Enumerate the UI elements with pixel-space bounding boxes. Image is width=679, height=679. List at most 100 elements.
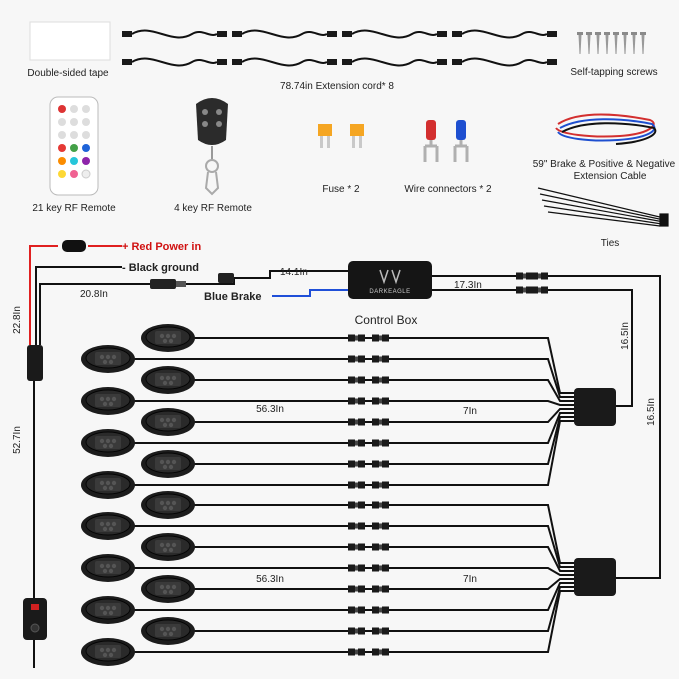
connector-icon	[372, 648, 389, 656]
cable-tie-icon	[537, 187, 669, 227]
connector-icon	[27, 345, 43, 381]
brake-cable-label-1: 59" Brake & Positive & Negative	[533, 159, 676, 170]
connector-icon	[372, 376, 389, 384]
connector-icon	[348, 564, 365, 572]
length-56-3-top: 56.3In	[256, 404, 284, 415]
connector-icon	[372, 564, 389, 572]
connector-icon	[531, 286, 548, 294]
pod-wire	[134, 590, 574, 654]
connector-icon	[348, 585, 365, 593]
connector-icon	[372, 334, 389, 342]
pod-wire	[134, 420, 574, 487]
length-16-5-a: 16.5In	[620, 322, 631, 350]
pod-light-icon	[80, 595, 136, 625]
connector-icon	[348, 522, 365, 530]
connector-icon	[372, 397, 389, 405]
extension-cord-label: 78.74in Extension cord* 8	[280, 81, 394, 92]
splitter-box-icon	[574, 558, 616, 596]
connector-icon	[372, 501, 389, 509]
brake-cable-label-2: Extension Cable	[574, 171, 647, 182]
pod-wire	[193, 408, 574, 424]
remote-icon	[196, 98, 228, 196]
pod-wire	[193, 586, 574, 633]
pod-light-icon	[140, 574, 196, 604]
connector-icon	[348, 543, 365, 551]
connector-icon	[348, 648, 365, 656]
pod-light-icon	[80, 428, 136, 458]
control-box-label: Control Box	[355, 313, 418, 327]
connector-icon	[531, 272, 548, 280]
connector-icon	[516, 286, 533, 294]
pod-wire	[134, 399, 574, 406]
connector-icon	[348, 460, 365, 468]
switch-icon	[23, 598, 47, 640]
length-14-1: 14.1In	[280, 267, 308, 278]
pod-light-icon	[80, 511, 136, 541]
length-7-bottom: 7In	[463, 574, 477, 585]
ties-label: Ties	[601, 238, 620, 249]
fuse-label: Fuse * 2	[322, 184, 360, 195]
pod-light-icon	[140, 616, 196, 646]
blue-brake-label: Blue Brake	[204, 291, 261, 303]
connector-icon	[372, 627, 389, 635]
pod-wire	[194, 578, 574, 591]
connector-icon	[372, 439, 389, 447]
brand-logo-text: DARKEAGLE	[369, 289, 410, 295]
remote-21-label: 21 key RF Remote	[32, 203, 116, 214]
pod-light-icon	[80, 637, 136, 667]
connector-icon	[348, 627, 365, 635]
pod-lights	[80, 323, 574, 667]
pod-light-icon	[80, 470, 136, 500]
length-52-7: 52.7In	[12, 426, 23, 454]
pod-wire	[194, 545, 574, 572]
pod-wire	[193, 378, 574, 402]
control-box-icon	[348, 261, 432, 299]
wire-connectors-icon	[423, 120, 469, 162]
brake-cable-icon	[555, 113, 657, 145]
dc-plug-icon	[150, 273, 234, 289]
connector-icon	[372, 460, 389, 468]
red-power-label: + Red Power in	[122, 241, 201, 253]
connector-icon	[372, 481, 389, 489]
pod-light-icon	[140, 532, 196, 562]
connector-icon	[348, 418, 365, 426]
pod-wire	[193, 416, 574, 466]
pod-wire	[134, 412, 574, 445]
pod-light-icon	[80, 553, 136, 583]
pod-light-icon	[140, 407, 196, 437]
pod-light-icon	[140, 365, 196, 395]
pod-light-icon	[140, 449, 196, 479]
connector-icon	[348, 334, 365, 342]
length-17-3: 17.3In	[454, 280, 482, 291]
connector-icon	[348, 606, 365, 614]
pod-wire	[134, 582, 574, 612]
connector-icon	[372, 522, 389, 530]
pod-light-icon	[140, 323, 196, 353]
pod-wire	[194, 503, 574, 564]
connector-icon	[348, 397, 365, 405]
connector-icon	[348, 376, 365, 384]
power-wires	[29, 240, 661, 668]
double-sided-tape-label: Double-sided tape	[27, 68, 109, 79]
connector-icon	[348, 355, 365, 363]
length-20-8: 20.8In	[80, 289, 108, 300]
connector-icon	[372, 543, 389, 551]
connector-icon	[372, 418, 389, 426]
screw-icon	[577, 32, 646, 54]
connector-icon	[372, 585, 389, 593]
length-56-3-bottom: 56.3In	[256, 574, 284, 585]
self-tapping-screws-label: Self-tapping screws	[570, 67, 657, 78]
pod-wire	[193, 336, 574, 394]
black-ground-label: - Black ground	[122, 262, 199, 274]
extension-cords	[121, 29, 558, 67]
connector-icon	[372, 606, 389, 614]
connector-icon	[348, 501, 365, 509]
splitter-box-icon	[574, 388, 616, 426]
pod-light-icon	[80, 386, 136, 416]
double-sided-tape	[29, 21, 111, 61]
fuse-icon	[318, 124, 364, 148]
wire-connectors-label: Wire connectors * 2	[404, 184, 492, 195]
pod-light-icon	[80, 344, 136, 374]
pod-light-icon	[140, 490, 196, 520]
